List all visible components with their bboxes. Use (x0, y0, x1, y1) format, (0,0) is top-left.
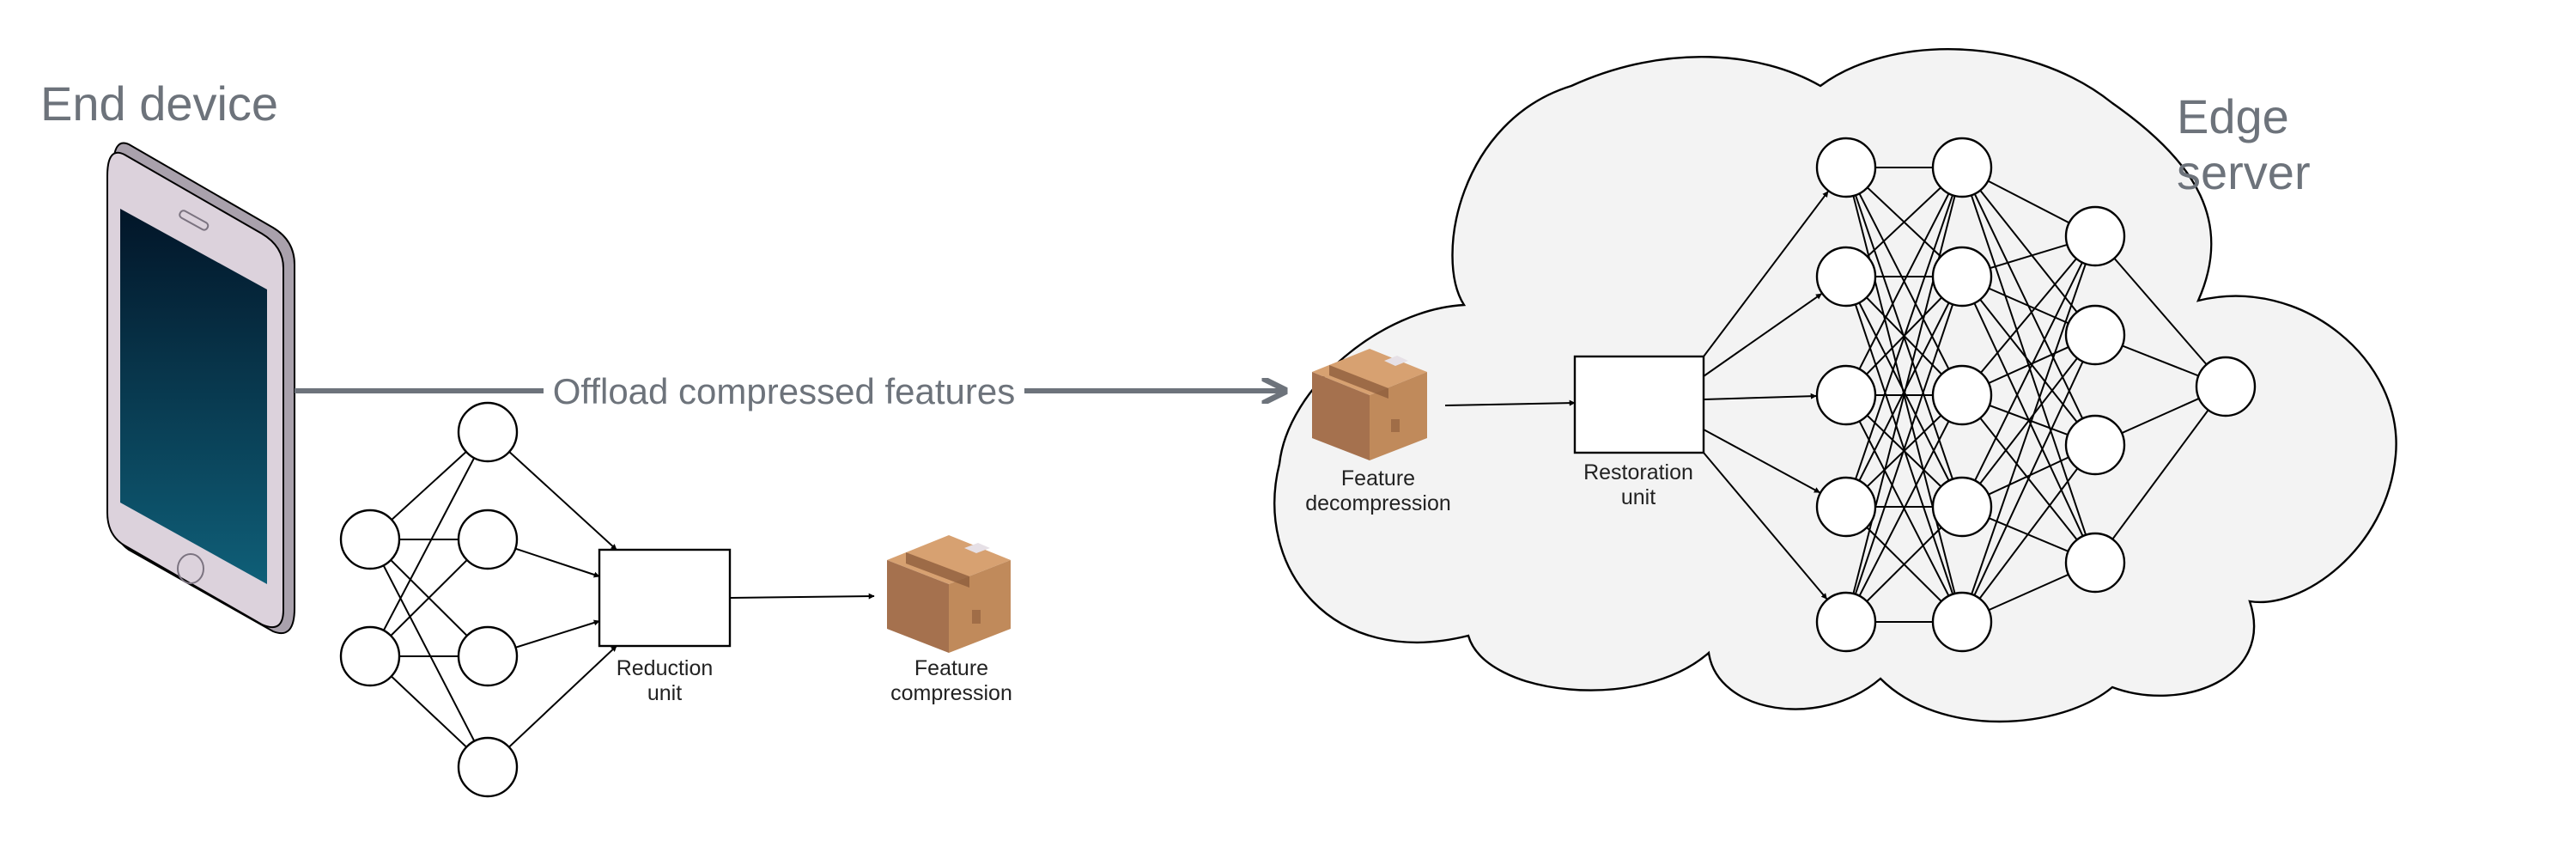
restoration-arrow (1703, 393, 1817, 400)
package-icon (887, 535, 1011, 653)
feature-compression-label-line1: Feature (914, 656, 988, 680)
network-edge (1961, 235, 2096, 623)
edge-server-label-line1: Edge (2177, 89, 2289, 143)
network-edge (1961, 167, 2096, 336)
hidden-node (1815, 137, 1877, 198)
hidden-node (1931, 246, 1993, 308)
input-node (339, 509, 401, 570)
restoration-network (1703, 137, 2257, 653)
hidden-node (457, 625, 519, 687)
restoration-arrow (1703, 191, 1829, 357)
hidden-node (1931, 591, 1993, 653)
network-edge (1961, 276, 2096, 446)
restoration-arrow (1703, 293, 1822, 377)
network-edge (1845, 167, 1963, 508)
hidden-node (1815, 364, 1877, 426)
reduction-unit-label-line2: unit (647, 681, 682, 705)
hidden-node (457, 736, 519, 798)
network-edge (1961, 444, 2096, 623)
reduction-unit-box (598, 548, 732, 648)
restoration-arrow (1703, 452, 1828, 600)
reduction-unit-label-line1: Reduction (617, 656, 714, 680)
edge-server-label-line2: server (2177, 145, 2311, 199)
decompression-to-restoration-arrow (1444, 399, 1576, 406)
reduction-network (339, 401, 617, 798)
restoration-unit-label-line1: Restoration (1583, 460, 1693, 484)
package-icon (1312, 349, 1427, 460)
network-edge (1845, 394, 1963, 623)
hidden-node (1931, 137, 1993, 198)
network-edge (1845, 167, 1963, 396)
hidden-node (457, 401, 519, 463)
hidden-node (2064, 304, 2126, 366)
hidden-node (1815, 591, 1877, 653)
input-node (339, 625, 401, 687)
offload-arrow: Offload compressed features (295, 371, 1284, 411)
network-edge (1961, 334, 2096, 623)
network-edge (1845, 167, 1963, 623)
feature-compression-label-line2: compression (890, 681, 1012, 705)
feature-decompression-label-line2: decompression (1305, 491, 1451, 515)
hidden-node (1931, 364, 1993, 426)
end-device-label: End device (40, 76, 278, 131)
restoration-unit-box (1573, 355, 1705, 454)
offload-label: Offload compressed features (553, 371, 1016, 411)
network-edge (2094, 235, 2227, 387)
hidden-node (1931, 476, 1993, 538)
feature-decompression-label-line1: Feature (1341, 466, 1415, 490)
network-edge (2094, 386, 2227, 564)
reduction-to-compression-arrow (729, 593, 875, 600)
restoration-unit-label-line2: unit (1621, 485, 1656, 509)
hidden-node (2064, 532, 2126, 594)
restoration-arrow (1703, 429, 1820, 494)
hidden-node (1815, 476, 1877, 538)
smartphone-icon (106, 142, 295, 635)
network-edge (1961, 334, 2096, 508)
network-edge (1961, 235, 2096, 508)
hidden-node (2064, 205, 2126, 267)
hidden-node (1815, 246, 1877, 308)
hidden-node (2064, 414, 2126, 476)
network-edge (1961, 235, 2096, 396)
output-node (2195, 356, 2257, 417)
network-edge (1845, 276, 1963, 623)
hidden-node (457, 509, 519, 570)
